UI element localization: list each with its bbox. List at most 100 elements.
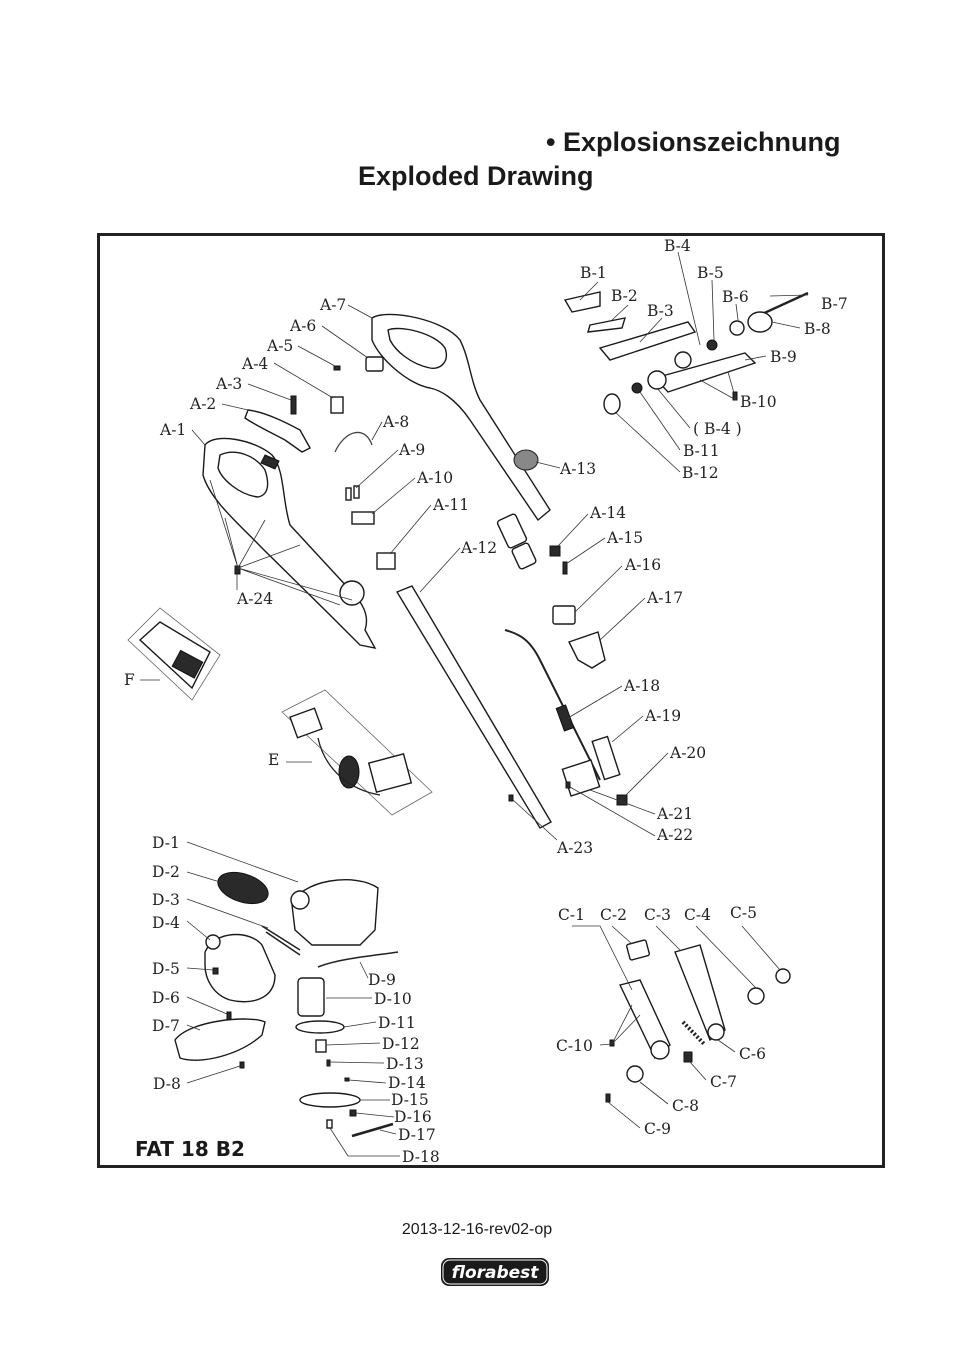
part-a8-cable — [334, 431, 373, 453]
label-b11: B-11 — [683, 442, 720, 460]
label-d5: D-5 — [152, 960, 180, 978]
part-d2-cover — [217, 871, 269, 905]
part-d4-lower-housing — [204, 933, 276, 1003]
part-c1-arm — [618, 979, 671, 1060]
leaders-b — [579, 251, 809, 473]
label-b7: B-7 — [821, 295, 848, 313]
label-d7: D-7 — [152, 1017, 180, 1035]
part-d14-washer — [344, 1077, 350, 1082]
part-d12-bushing — [315, 1039, 327, 1053]
part-c8-wheel — [626, 1065, 644, 1083]
label-d11: D-11 — [378, 1014, 416, 1032]
label-d10: D-10 — [374, 990, 412, 1008]
label-a8: A-8 — [382, 413, 409, 431]
part-b11-nut — [631, 382, 643, 394]
florabest-logo: florabest — [441, 1258, 549, 1286]
title-german: • Explosionszeichnung — [546, 127, 841, 157]
label-d14: D-14 — [388, 1074, 426, 1092]
part-d5-screw — [212, 967, 219, 975]
part-d8-screw — [239, 1061, 245, 1069]
label-c4: C-4 — [684, 906, 711, 924]
leaders-a — [191, 304, 669, 841]
label-b1: B-1 — [580, 264, 607, 282]
label-a7: A-7 — [319, 296, 346, 314]
part-d15-blade-disc — [299, 1092, 361, 1108]
part-a17-clamp — [568, 631, 606, 669]
labels-d: D-1 D-2 D-3 D-4 D-5 D-6 D-7 D-8 D-9 D-10… — [152, 834, 440, 1166]
part-b5-nut — [706, 339, 718, 351]
label-d12: D-12 — [382, 1035, 420, 1053]
part-d1-knob — [290, 890, 310, 910]
label-a18: A-18 — [623, 677, 660, 695]
label-c7: C-7 — [710, 1073, 737, 1091]
part-c9-screw — [605, 1093, 611, 1103]
label-a1: A-1 — [159, 421, 186, 439]
label-b4: B-4 — [664, 237, 691, 255]
diagram-frame — [97, 233, 885, 1168]
part-b3-bracket — [598, 321, 697, 361]
label-d13: D-13 — [386, 1055, 424, 1073]
part-a4-switch — [330, 396, 344, 414]
leaders-c — [572, 925, 781, 1129]
part-b4-wheel — [674, 351, 692, 369]
label-b12: B-12 — [682, 464, 719, 482]
label-a10: A-10 — [416, 469, 453, 487]
part-c3-lever — [674, 944, 726, 1042]
label-a9: A-9 — [398, 441, 425, 459]
label-d1: D-1 — [152, 834, 180, 852]
part-b1-cover — [563, 291, 601, 313]
part-b9-guide — [653, 352, 757, 393]
part-a12-shaft — [395, 585, 552, 829]
part-b2-spring — [587, 317, 627, 333]
part-c7-clip — [683, 1051, 693, 1063]
part-a9-connectors — [345, 485, 360, 501]
label-d6: D-6 — [152, 989, 180, 1007]
part-a18-rod — [504, 629, 601, 781]
label-a4: A-4 — [241, 355, 268, 373]
part-a22-screw — [565, 781, 571, 789]
label-a13: A-13 — [559, 460, 596, 478]
label-b8: B-8 — [804, 320, 831, 338]
label-c10: C-10 — [556, 1037, 593, 1055]
part-c5-nut — [775, 968, 791, 984]
label-c2: C-2 — [600, 906, 627, 924]
label-b4-ref: ( B-4 ) — [693, 420, 742, 438]
title-english: Exploded Drawing — [358, 161, 594, 191]
part-b12-cap — [603, 393, 621, 415]
part-e-charger — [281, 689, 433, 816]
part-d9-wire — [317, 951, 399, 968]
part-d4-knob — [205, 934, 221, 950]
label-c8: C-8 — [672, 1097, 699, 1115]
label-c3: C-3 — [644, 906, 671, 924]
part-a6-lock-button — [365, 356, 384, 372]
part-a19-lock — [591, 735, 621, 781]
part-d13-screw — [326, 1059, 331, 1067]
label-a6: A-6 — [289, 317, 316, 335]
label-a2: A-2 — [189, 395, 216, 413]
label-f: F — [124, 671, 135, 689]
label-a19: A-19 — [644, 707, 681, 725]
label-a3: A-3 — [215, 375, 242, 393]
label-c9: C-9 — [644, 1120, 671, 1138]
part-d16-nut — [349, 1109, 357, 1117]
part-a10-terminal — [351, 511, 375, 525]
part-d10-motor — [297, 977, 325, 1017]
label-b9: B-9 — [770, 348, 797, 366]
label-a20: A-20 — [669, 744, 706, 762]
part-a14-button — [549, 545, 561, 557]
part-a5-pin — [333, 365, 341, 371]
part-a23-screw — [508, 794, 514, 802]
part-d6-screw — [226, 1011, 232, 1021]
part-d1-upper-housing — [291, 879, 379, 946]
part-b6-washer — [729, 320, 745, 336]
label-a16: A-16 — [624, 556, 661, 574]
labels-a: A-1 A-2 A-3 A-4 A-5 A-6 A-7 A-8 A-9 A-10… — [159, 296, 706, 857]
label-b6: B-6 — [722, 288, 749, 306]
label-d15: D-15 — [391, 1091, 429, 1109]
part-b7-bolt — [759, 291, 809, 317]
part-a16-sleeve — [552, 605, 576, 625]
label-d8: D-8 — [153, 1075, 181, 1093]
part-d3-wires — [261, 925, 301, 956]
part-a15-spring — [562, 561, 568, 575]
